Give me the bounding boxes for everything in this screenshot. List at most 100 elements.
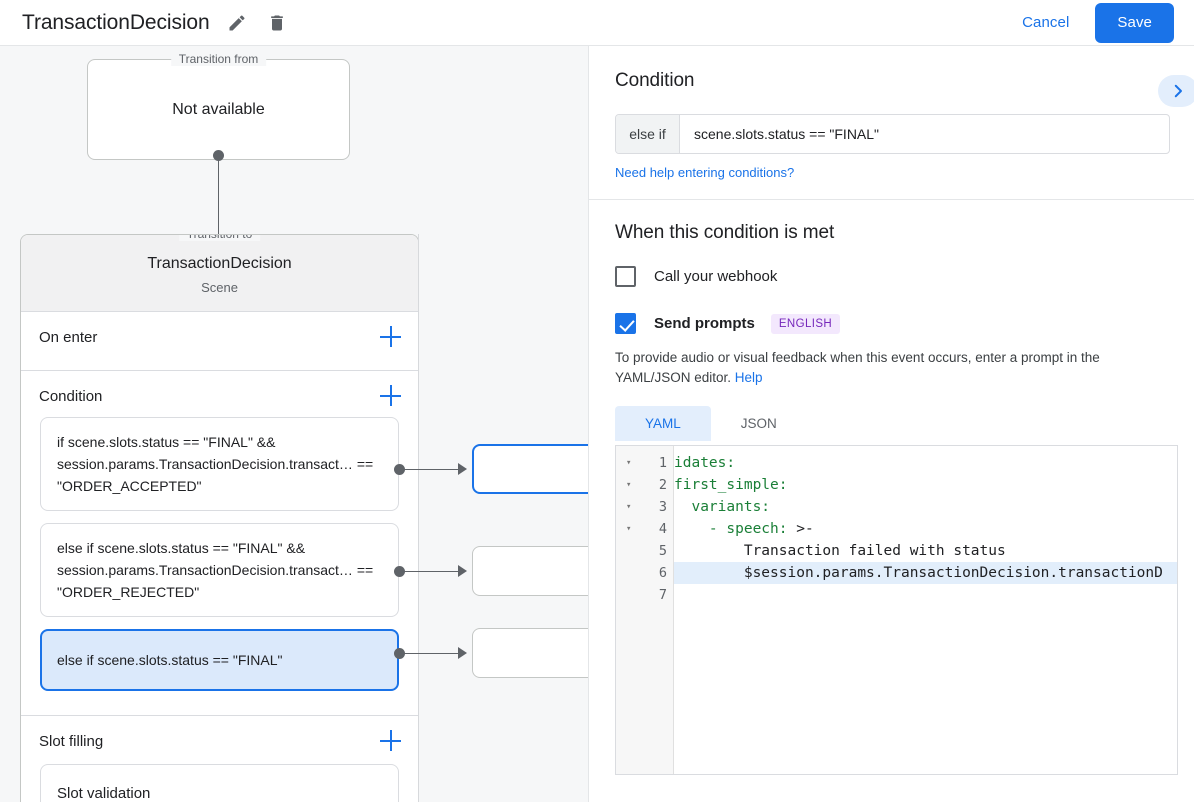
yaml-key-token: variants: <box>674 499 771 515</box>
condition-section: Condition else if scene.slots.status == … <box>589 46 1194 200</box>
add-on-enter-plus-icon[interactable] <box>380 326 402 348</box>
trash-icon-glyph <box>270 15 283 30</box>
scene-header[interactable]: TransactionDecision Scene <box>21 235 418 312</box>
edge-line <box>404 653 460 654</box>
canvas-vertical-rule <box>418 234 419 802</box>
edge-arrow-icon <box>458 463 467 475</box>
section-on-enter-title: On enter <box>39 328 98 346</box>
yaml-key-token: first_simple: <box>674 477 788 493</box>
fold-arrow-icon[interactable]: ▾ <box>626 458 632 468</box>
prompts-description-text: To provide audio or visual feedback when… <box>615 350 1100 385</box>
fold-arrow-icon[interactable]: ▾ <box>626 480 632 490</box>
line-number-label: 3 <box>658 499 667 515</box>
editor-code-line[interactable]: first_simple: <box>674 474 1177 496</box>
condition-input-row[interactable]: else if scene.slots.status == "FINAL" <box>615 114 1170 154</box>
editor-code-line[interactable] <box>674 584 1177 606</box>
conditions-help-link[interactable]: Need help entering conditions? <box>615 165 795 180</box>
section-on-enter: On enter <box>21 312 418 371</box>
prompts-description: To provide audio or visual feedback when… <box>589 348 1169 388</box>
connector-line <box>218 154 219 258</box>
line-number-label: 1 <box>658 455 667 471</box>
edge-dot <box>394 566 405 577</box>
editor-line-number: 7 <box>616 584 673 606</box>
editor-code-line[interactable]: idates: <box>674 452 1177 474</box>
section-condition-title: Condition <box>39 387 103 405</box>
condition-list-item[interactable]: else if scene.slots.status == "FINAL" &&… <box>40 523 399 617</box>
target-node-3[interactable] <box>472 628 588 678</box>
yaml-value-token: Transaction failed with status <box>674 543 1006 559</box>
tab-json[interactable]: JSON <box>740 416 777 431</box>
edge-dot <box>394 464 405 475</box>
condition-list-item[interactable]: if scene.slots.status == "FINAL" && sess… <box>40 417 399 511</box>
slot-validation-item[interactable]: Slot validation <box>40 764 399 802</box>
flow-canvas[interactable]: Transition from Not available Transition… <box>0 46 588 802</box>
send-prompts-row[interactable]: Send prompts ENGLISH <box>589 313 1194 334</box>
edge-arrow-icon <box>458 647 467 659</box>
editor-line-number: 6 <box>616 562 673 584</box>
flow-canvas-inner: Transition from Not available Transition… <box>0 46 588 802</box>
line-number-label: 6 <box>658 565 667 581</box>
section-slot-filling-title: Slot filling <box>39 732 104 750</box>
pencil-icon-glyph <box>229 14 245 30</box>
editor-line-number: ▾2 <box>616 474 673 496</box>
details-panel: Condition else if scene.slots.status == … <box>588 46 1194 802</box>
editor-line-number: ▾3 <box>616 496 673 518</box>
yaml-key-token: idates: <box>674 455 736 471</box>
yaml-value-token: $session.params.TransactionDecision.tran… <box>674 565 1163 581</box>
editor-code-line[interactable]: variants: <box>674 496 1177 518</box>
line-number-label: 7 <box>658 587 667 603</box>
language-badge: ENGLISH <box>770 313 841 334</box>
save-button[interactable]: Save <box>1095 2 1174 43</box>
yaml-key-token: - speech: <box>674 521 788 537</box>
section-condition: Condition if scene.slots.status == "FINA… <box>21 371 418 716</box>
when-condition-met-section: When this condition is met Call your web… <box>589 200 1194 775</box>
transition-from-legend: Transition from <box>170 52 267 66</box>
editor-code-line[interactable]: Transaction failed with status <box>674 540 1177 562</box>
chevron-right-icon[interactable] <box>1158 75 1194 107</box>
condition-list-item-selected[interactable]: else if scene.slots.status == "FINAL" <box>40 629 399 691</box>
line-number-label: 5 <box>658 543 667 559</box>
editor-code-line[interactable]: - speech: >- <box>674 518 1177 540</box>
when-condition-heading: When this condition is met <box>615 222 835 243</box>
section-slot-filling-head: Slot filling <box>21 716 418 762</box>
trash-icon[interactable] <box>264 10 290 36</box>
top-bar: TransactionDecision Cancel Save <box>0 0 1194 46</box>
section-condition-head: Condition <box>21 371 418 417</box>
scene-subtitle: Scene <box>201 280 238 295</box>
fold-arrow-icon[interactable]: ▾ <box>626 524 632 534</box>
send-prompts-checkbox[interactable] <box>615 313 636 334</box>
target-node-2[interactable] <box>472 546 588 596</box>
condition-expression-input[interactable]: scene.slots.status == "FINAL" <box>694 126 880 142</box>
editor-tabs: YAML JSON <box>615 406 1194 441</box>
line-number-label: 2 <box>658 477 667 493</box>
prompts-help-link[interactable]: Help <box>734 370 763 385</box>
send-prompts-label: Send prompts <box>654 315 755 332</box>
edge-line <box>404 571 460 572</box>
editor-code-line[interactable]: $session.params.TransactionDecision.tran… <box>674 562 1177 584</box>
transition-from-value: Not available <box>172 100 265 118</box>
call-webhook-checkbox[interactable] <box>615 266 636 287</box>
tab-yaml[interactable]: YAML <box>615 406 711 441</box>
add-slot-filling-plus-icon[interactable] <box>380 730 402 752</box>
pencil-icon[interactable] <box>224 10 250 36</box>
transition-to-card: Transition to TransactionDecision Scene … <box>20 234 419 802</box>
section-slot-filling: Slot filling Slot validation <box>21 716 418 802</box>
add-condition-plus-icon[interactable] <box>380 385 402 407</box>
cancel-button[interactable]: Cancel <box>1010 6 1081 39</box>
fold-arrow-icon[interactable]: ▾ <box>626 502 632 512</box>
edge-line <box>404 469 460 470</box>
panel-heading: Condition <box>615 70 695 91</box>
editor-code-area[interactable]: idates: first_simple: variants: - speech:… <box>674 446 1177 774</box>
target-node-1[interactable] <box>472 444 588 494</box>
edge-dot <box>394 648 405 659</box>
line-number-label: 4 <box>658 521 667 537</box>
yaml-value-token: >- <box>787 521 814 537</box>
transition-from-node[interactable]: Transition from Not available <box>87 52 350 160</box>
page-title: TransactionDecision <box>22 10 210 34</box>
editor-line-number: ▾4 <box>616 518 673 540</box>
editor-line-number: ▾1 <box>616 452 673 474</box>
section-on-enter-head: On enter <box>21 312 418 358</box>
webhook-row[interactable]: Call your webhook <box>589 266 1194 287</box>
